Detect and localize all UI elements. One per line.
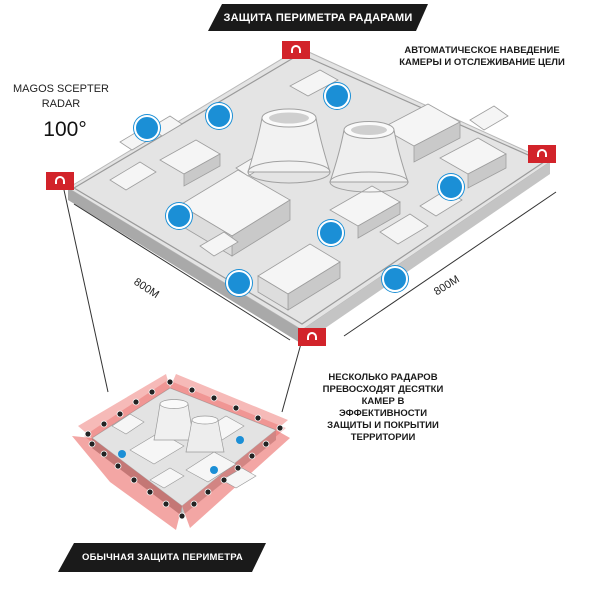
- top-banner-label: ЗАЩИТА ПЕРИМЕТРА РАДАРАМИ: [223, 12, 413, 24]
- camera-icon: [382, 266, 408, 292]
- radar-icon: [528, 145, 556, 163]
- camera-icon: [438, 174, 464, 200]
- large-facility: [67, 47, 552, 344]
- dimension-line-left: [73, 203, 291, 341]
- radar-icon: [298, 328, 326, 346]
- camera-icon: [206, 103, 232, 129]
- camera-icon: [226, 270, 252, 296]
- top-banner-shape: [208, 4, 428, 31]
- radar-name-label: MAGOS SCEPTER RADAR: [13, 83, 109, 110]
- camera-icon: [134, 115, 160, 141]
- radar-icon: [282, 41, 310, 59]
- dimension-line-right: [343, 191, 557, 337]
- camera-icon: [324, 83, 350, 109]
- perimeter-cameras: [84, 378, 284, 520]
- camera-icon: [318, 220, 344, 246]
- bottom-banner-label: ОБЫЧНАЯ ЗАЩИТА ПЕРИМЕТРА: [82, 552, 243, 563]
- radar-icon: [46, 172, 74, 190]
- auto-tracking-caption: АВТОМАТИЧЕСКОЕ НАВЕДЕНИЕ КАМЕРЫ И ОТСЛЕЖ…: [399, 45, 565, 68]
- bottom-banner-shape: [58, 543, 266, 572]
- small-facility: [72, 374, 290, 530]
- leader-line-right: [281, 339, 303, 413]
- camera-icon: [166, 203, 192, 229]
- small-camera-icons: [118, 436, 244, 474]
- cooling-towers: [247, 108, 409, 193]
- multi-radar-caption: НЕСКОЛЬКО РАДАРОВ ПРЕВОСХОДЯТ ДЕСЯТКИ КА…: [322, 372, 444, 443]
- radar-angle-label: 100°: [43, 118, 87, 141]
- leader-line-left: [63, 189, 109, 393]
